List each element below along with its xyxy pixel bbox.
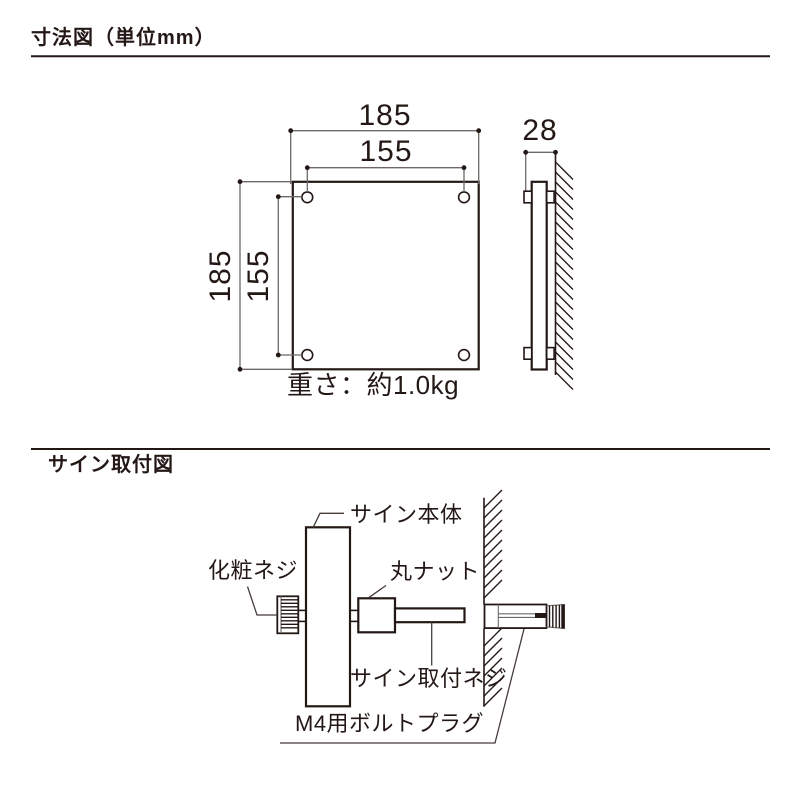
dim-depth: 28 [522,114,558,147]
sign-body-plate [304,526,352,708]
plug-screw-tip [535,613,547,618]
label-decorative-screw: 化粧ネジ [208,558,299,583]
knurling-stripes [281,599,299,629]
wall-hatching-upper [483,489,503,599]
screw-shaft-stubs [298,609,359,623]
spacer-boss-top-side [545,190,555,204]
bolt-plug [483,603,565,630]
leader-round-nut [368,584,387,599]
plate-side-view [523,149,574,390]
mounting-hole-top-right [457,191,471,204]
screw-head-top-side [523,190,533,204]
weight-label: 重さ：約1.0kg [287,370,460,400]
label-sign-body: サイン本体 [350,502,463,527]
screw-head-bottom-side [523,346,533,361]
dim-outer-height: 185 [204,249,237,303]
dim-outer-width: 185 [358,99,412,132]
sign-mounting-assembly [246,489,565,744]
leader-sign-body [312,512,344,528]
mounting-hole-bottom-left [301,348,314,362]
leader-bolt-plug [280,628,525,744]
section-title-dimensions: 寸法図（単位mm） [31,27,216,49]
sign-plate-outline [291,180,480,371]
section-title-mounting: サイン取付図 [48,454,174,476]
label-bolt-plug: M4用ボルトプラグ [295,711,485,736]
sign-plate-edge [530,180,548,371]
dim-hole-pitch-width: 155 [359,135,413,168]
label-mounting-screw: サイン取付ネジ [350,666,508,691]
wall-hatching-side-view [555,161,574,390]
leader-decorative-screw [246,586,278,616]
dim-hole-pitch-height: 155 [242,249,275,303]
decorative-screw-knob [276,595,300,635]
spacer-boss-bottom-side [545,346,555,361]
round-nut [357,597,397,634]
wall-hatching-lower [483,627,503,707]
plug-expansion-serrations [548,604,561,628]
label-round-nut: 丸ナット [390,559,481,584]
section-divider-lines [31,55,770,450]
dimension-lines-front [237,128,482,372]
leader-lines [246,512,525,744]
mounting-screw-shaft [393,607,466,624]
mounting-hole-top-left [301,191,314,204]
mounting-hole-bottom-right [457,348,471,362]
plate-front-view [291,180,480,371]
plug-end-cap [561,604,565,629]
